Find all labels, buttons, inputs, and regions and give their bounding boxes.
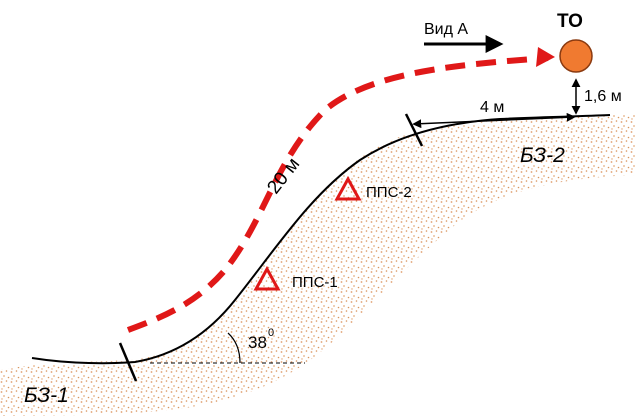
point-2-label: ППС-2 [366,184,412,201]
top-distance-label: 4 м [480,99,504,116]
point-1-triangle-icon [253,265,281,291]
angle-value-label: 38 [248,333,267,352]
route-dashed-path [126,55,549,333]
zone-bottom-label: БЗ-1 [24,384,69,407]
soil-area [0,114,635,416]
view-a-label: Вид А [424,21,468,38]
target-object-label: ТО [557,11,583,32]
top-distance-arrow [412,112,576,129]
zone-boundary-tick-top [404,113,424,147]
height-dimension-label: 1,6 м [584,88,622,105]
zone-top-label: БЗ-2 [520,144,565,167]
point-2-triangle-icon [334,175,362,201]
angle-degree-label: 0 [268,327,274,339]
zone-boundary-tick-bottom [118,342,138,382]
point-1-label: ППС-1 [292,274,338,291]
target-object-icon [559,39,593,73]
route-arrowhead [536,47,555,67]
angle-arc [227,332,241,364]
